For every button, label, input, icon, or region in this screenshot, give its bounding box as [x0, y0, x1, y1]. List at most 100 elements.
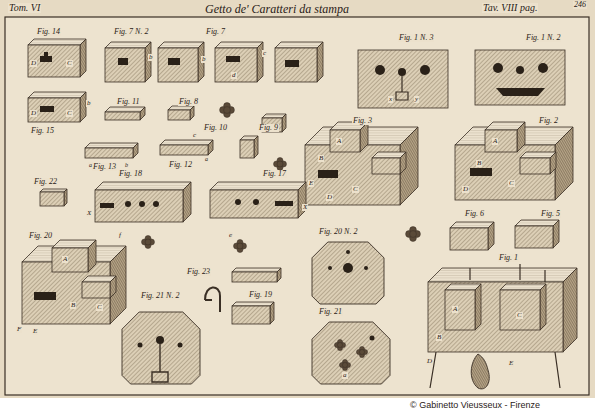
part-letter: b — [148, 54, 154, 61]
block-side — [550, 152, 556, 174]
block-side — [563, 268, 577, 352]
hole — [420, 65, 430, 75]
type-block — [52, 240, 96, 272]
jet-channel — [152, 344, 168, 382]
matrix-lobe — [359, 349, 364, 354]
block-side — [298, 182, 306, 218]
part-letter: C — [96, 304, 103, 311]
part-letter: C — [66, 110, 73, 117]
hole — [226, 56, 240, 62]
matrix-lobe — [145, 239, 151, 245]
part-letter: D — [462, 186, 469, 193]
plate-frame — [5, 17, 589, 395]
type-block — [168, 106, 194, 120]
figure-number: Fig. 10 — [203, 124, 228, 132]
hole — [328, 266, 332, 270]
part-letter: C — [352, 186, 359, 193]
hole — [156, 336, 164, 344]
block-side — [317, 42, 323, 82]
block-top — [105, 107, 145, 112]
block-top — [275, 42, 323, 48]
type-block — [28, 92, 86, 122]
hole — [40, 56, 52, 62]
block-face — [500, 290, 540, 330]
part-letter: b — [86, 100, 92, 107]
block-side — [208, 140, 213, 155]
matrix-lobe — [224, 107, 231, 114]
hole — [470, 168, 492, 176]
figure-number: Fig. 13 — [92, 163, 117, 171]
type-block — [240, 136, 258, 158]
block-face — [428, 282, 563, 352]
part-letter: E — [32, 328, 38, 335]
part-letter: d — [231, 72, 237, 79]
type-block — [372, 152, 406, 174]
figure-number: Fig. 21 N. 2 — [140, 292, 180, 300]
part-letter: A — [492, 138, 498, 145]
figure-number: Fig. 19 — [248, 291, 273, 299]
type-block — [275, 42, 323, 82]
block-side — [183, 182, 191, 222]
block-top — [215, 42, 263, 48]
figure-number: Fig. 22 — [33, 178, 58, 186]
hole — [275, 201, 293, 206]
part-letter: B — [70, 302, 76, 309]
type-block — [232, 302, 274, 324]
part-letter: x — [388, 96, 393, 103]
block-face — [82, 282, 110, 298]
type-block — [22, 246, 126, 324]
mould-plate — [312, 242, 384, 304]
type-block — [455, 127, 573, 200]
hole — [118, 58, 128, 65]
part-letter: b — [201, 56, 207, 63]
figure-number: Fig. 11 — [116, 98, 141, 106]
part-letter: X — [86, 210, 92, 217]
handle — [430, 352, 560, 388]
hole — [398, 68, 406, 76]
jet-channel — [396, 76, 408, 100]
figure-number: Fig. 7 N. 2 — [113, 28, 149, 36]
figure-number: Fig. 17 — [262, 170, 287, 178]
block-top — [500, 284, 546, 290]
block-side — [517, 122, 525, 152]
block-face — [330, 130, 360, 152]
block-side — [254, 136, 258, 158]
part-letter: D — [30, 110, 37, 117]
block-side — [190, 106, 194, 120]
plate-title: Getto de' Caratteri da stampa — [205, 3, 349, 15]
block-face — [232, 306, 270, 324]
hole — [285, 60, 299, 67]
mould-plate — [312, 322, 390, 384]
block-side — [488, 222, 494, 250]
matrix-piece — [334, 339, 345, 350]
block-top — [232, 302, 274, 306]
matrix-lobe — [342, 362, 347, 367]
block-top — [450, 222, 494, 228]
block-top — [95, 182, 191, 190]
block-side — [64, 189, 67, 206]
type-block — [428, 268, 577, 352]
block-top — [105, 42, 151, 48]
block-top — [28, 92, 86, 98]
hole — [346, 250, 350, 254]
block-face — [168, 110, 190, 120]
block-side — [400, 152, 406, 174]
block-face — [28, 98, 80, 122]
matrix-piece — [356, 346, 367, 357]
figure-number: Fig. 21 — [318, 308, 343, 316]
mould-plate — [122, 312, 200, 384]
part-letter: A — [336, 138, 342, 145]
part-letter: A — [452, 306, 458, 313]
block-face — [240, 140, 254, 158]
block-face — [105, 112, 140, 120]
hole — [343, 263, 353, 273]
block-face — [485, 130, 517, 152]
block-top — [160, 140, 213, 145]
hole — [139, 201, 145, 207]
matrix-piece — [142, 236, 155, 249]
matrix-piece — [339, 359, 350, 370]
part-letter: a — [342, 372, 348, 379]
block-face — [95, 190, 183, 222]
hook — [205, 287, 220, 312]
block-face — [210, 190, 298, 218]
